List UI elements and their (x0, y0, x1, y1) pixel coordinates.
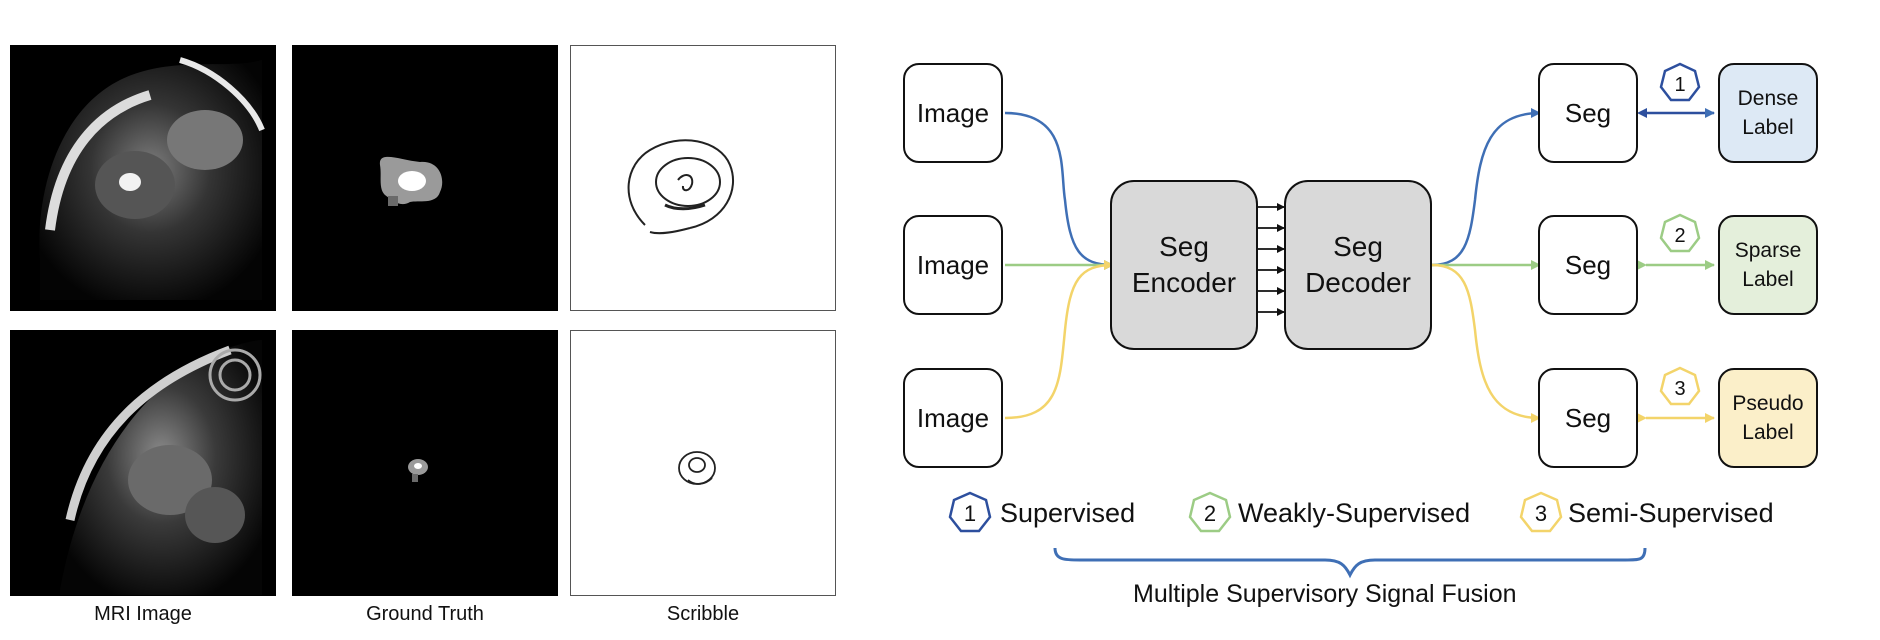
dense-label-box: Dense Label (1718, 63, 1818, 163)
pseudo-label-box: Pseudo Label (1718, 368, 1818, 468)
scribble-bottom (570, 330, 836, 596)
legend-badge-1-number: 1 (964, 501, 976, 526)
seg-encoder-box: Seg Encoder (1110, 180, 1258, 350)
input-image-box-2: Image (903, 215, 1003, 315)
output-seg-box-2: Seg (1538, 215, 1638, 315)
caption-ground-truth: Ground Truth (366, 603, 484, 625)
legend-supervised: Supervised (1000, 498, 1136, 528)
input-curve-yellow (1004, 260, 1114, 420)
scribble-lines-bottom (678, 451, 716, 485)
fusion-label: Multiple Supervisory Signal Fusion (1133, 580, 1517, 608)
scribble-lines-top (627, 139, 735, 235)
legend-badge-1-icon: 1 (948, 491, 992, 533)
scribble-top (570, 45, 836, 311)
ground-truth-mask-bottom (408, 459, 428, 482)
sparse-label-box: Sparse Label (1718, 215, 1818, 315)
input-curve-blue (1004, 111, 1114, 270)
skip-connections (1258, 203, 1285, 316)
caption-scribble: Scribble (666, 603, 740, 625)
mri-anatomy-bottom (60, 340, 262, 595)
legend-semi-supervised: Semi-Supervised (1568, 498, 1774, 528)
ground-truth-mask-top (379, 156, 443, 206)
badge-2-number: 2 (1674, 225, 1685, 247)
output-seg-box-3: Seg (1538, 368, 1638, 468)
badge-3-icon: 3 (1659, 366, 1701, 406)
legend-badge-2-number: 2 (1204, 501, 1216, 526)
fusion-brace (1053, 547, 1647, 579)
badge-3-number: 3 (1674, 378, 1685, 400)
badge-2-icon: 2 (1659, 213, 1701, 253)
legend-badge-3-icon: 3 (1519, 491, 1563, 533)
caption-mri-image: MRI Image (94, 603, 192, 625)
mri-anatomy-top (39, 57, 265, 300)
output-curve-yellow (1431, 263, 1541, 423)
legend-weakly-supervised: Weakly-Supervised (1238, 498, 1471, 528)
badge-1-number: 1 (1674, 74, 1685, 96)
seg-decoder-box: Seg Decoder (1284, 180, 1432, 350)
legend-badge-3-number: 3 (1535, 501, 1547, 526)
badge-1-icon: 1 (1659, 62, 1701, 102)
output-curve-blue (1431, 108, 1541, 267)
input-image-box-3: Image (903, 368, 1003, 468)
output-seg-box-1: Seg (1538, 63, 1638, 163)
legend-badge-2-icon: 2 (1188, 491, 1232, 533)
input-image-box-1: Image (903, 63, 1003, 163)
